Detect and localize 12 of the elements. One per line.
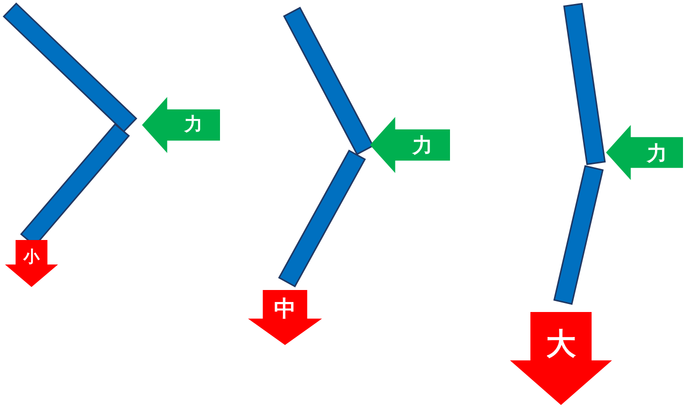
arrow-label: 力 xyxy=(646,142,667,162)
force-arrow xyxy=(606,125,683,180)
arrow-label: 大 xyxy=(546,330,576,360)
arrow-label: 中 xyxy=(274,298,296,321)
arrow-label: 力 xyxy=(184,116,203,134)
force-arrow xyxy=(370,117,450,173)
arrow-label: 力 xyxy=(412,135,433,155)
arrow-label: 小 xyxy=(24,248,40,265)
output-arrow xyxy=(248,290,322,345)
force-arrow xyxy=(142,97,220,153)
output-arrow xyxy=(5,240,58,287)
output-arrow xyxy=(510,312,612,405)
